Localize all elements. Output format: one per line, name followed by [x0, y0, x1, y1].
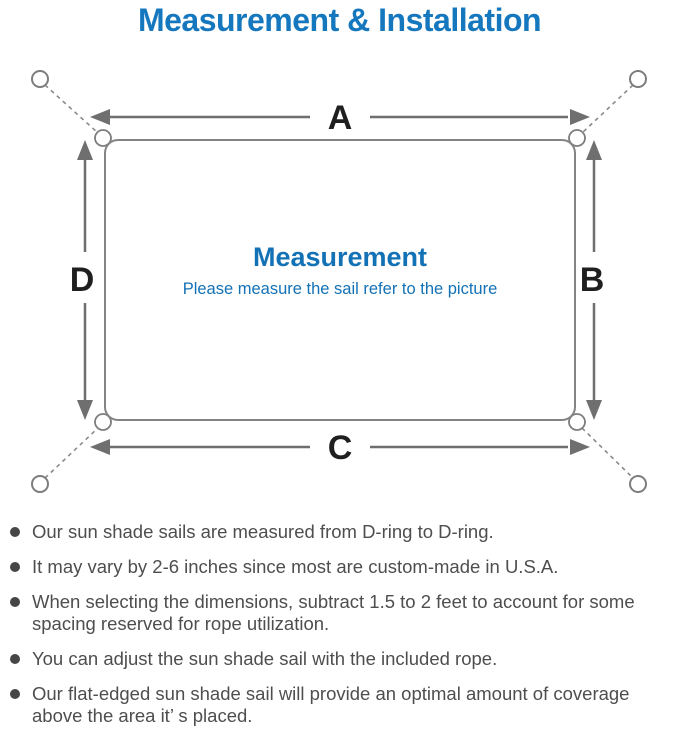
d-ring-icon	[568, 129, 586, 147]
arrowhead-down-icon	[77, 400, 93, 420]
anchor-ring-icon	[31, 475, 49, 493]
note-item: You can adjust the sun shade sail with t…	[10, 648, 671, 670]
d-ring-icon	[94, 129, 112, 147]
bullet-icon	[10, 597, 20, 607]
dimension-label-b: B	[580, 261, 605, 299]
arrowhead-up-icon	[586, 140, 602, 160]
note-text: It may vary by 2-6 inches since most are…	[32, 556, 559, 577]
arrowhead-right-icon	[570, 439, 590, 455]
arrowhead-left-icon	[90, 439, 110, 455]
d-ring-bumps	[94, 129, 586, 431]
measurement-subtitle: Please measure the sail refer to the pic…	[182, 280, 498, 298]
notes-list: Our sun shade sails are measured from D-…	[0, 521, 679, 739]
arrowhead-up-icon	[77, 140, 93, 160]
rope-line-top-right	[581, 84, 634, 134]
arrow-a	[90, 109, 590, 125]
measurement-heading: Measurement	[252, 242, 428, 272]
bullet-icon	[10, 654, 20, 664]
rope-line-bottom-right	[581, 427, 634, 479]
bullet-icon	[10, 527, 20, 537]
note-text: Our sun shade sails are measured from D-…	[32, 521, 494, 542]
anchor-ring-icon	[629, 475, 647, 493]
note-item: Our sun shade sails are measured from D-…	[10, 521, 671, 543]
note-text: When selecting the dimensions, subtract …	[32, 591, 635, 634]
arrow-c	[90, 439, 590, 455]
anchor-ring-icon	[31, 70, 49, 88]
arrowhead-down-icon	[586, 400, 602, 420]
anchor-rings	[31, 70, 647, 493]
d-ring-icon	[568, 413, 586, 431]
note-item: When selecting the dimensions, subtract …	[10, 591, 671, 635]
dimension-label-c: C	[328, 429, 353, 467]
anchor-ring-icon	[629, 70, 647, 88]
rope-line-bottom-left	[44, 427, 99, 479]
bullet-icon	[10, 562, 20, 572]
sail-center-text: Measurement Please measure the sail refe…	[105, 242, 575, 299]
note-text: You can adjust the sun shade sail with t…	[32, 648, 498, 669]
note-item: Our flat-edged sun shade sail will provi…	[10, 683, 671, 727]
rope-dashed-lines	[44, 84, 634, 479]
d-ring-icon	[94, 413, 112, 431]
rope-line-top-left	[44, 84, 99, 134]
arrow-d	[77, 140, 93, 420]
note-item: It may vary by 2-6 inches since most are…	[10, 556, 671, 578]
arrowhead-left-icon	[90, 109, 110, 125]
sail-rectangle	[104, 139, 576, 421]
arrowhead-right-icon	[570, 109, 590, 125]
note-text: Our flat-edged sun shade sail will provi…	[32, 683, 630, 726]
page-title: Measurement & Installation	[137, 2, 542, 38]
dimension-label-a: A	[328, 99, 353, 137]
arrow-b	[586, 140, 602, 420]
bullet-icon	[10, 689, 20, 699]
dimension-label-d: D	[70, 261, 95, 299]
